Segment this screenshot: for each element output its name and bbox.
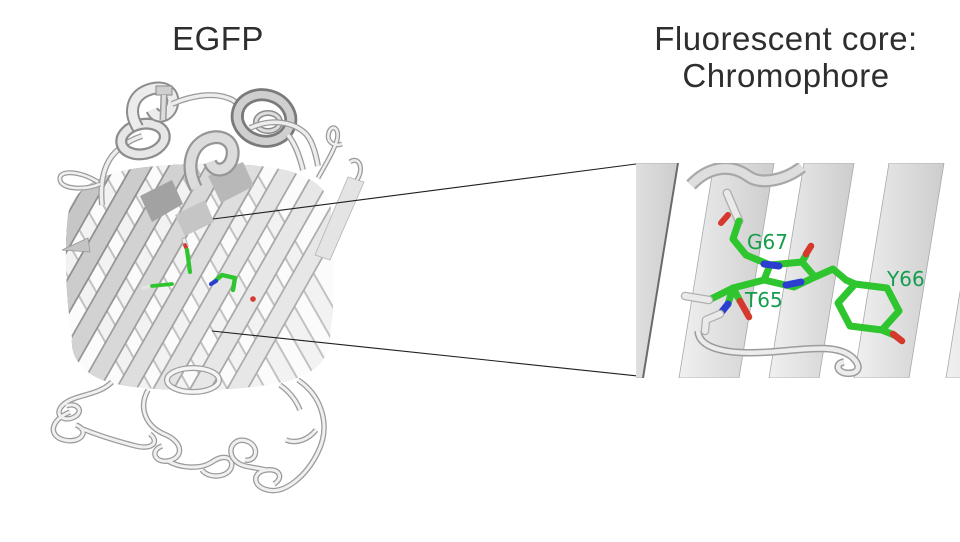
- left-panel-title: EGFP: [172, 20, 264, 57]
- right-title-line2: Chromophore: [682, 57, 890, 94]
- residue-label-g67: G67: [747, 230, 788, 254]
- zoom-connector-lines: [211, 163, 639, 377]
- bottom-loops: [50, 365, 327, 494]
- top-loops: [57, 81, 343, 206]
- right-panel-title: Fluorescent core: Chromophore: [612, 20, 960, 94]
- chromophore-in-barrel: [141, 237, 256, 302]
- egfp-structure: [50, 81, 365, 494]
- chromophore-sticks: [680, 188, 906, 345]
- right-title-line1: Fluorescent core:: [654, 20, 918, 57]
- chromophore-zoom-panel: [636, 163, 960, 378]
- residue-label-y66: Y66: [887, 267, 925, 291]
- strand-tip-left: [61, 237, 91, 253]
- residue-label-t65: T65: [745, 288, 783, 312]
